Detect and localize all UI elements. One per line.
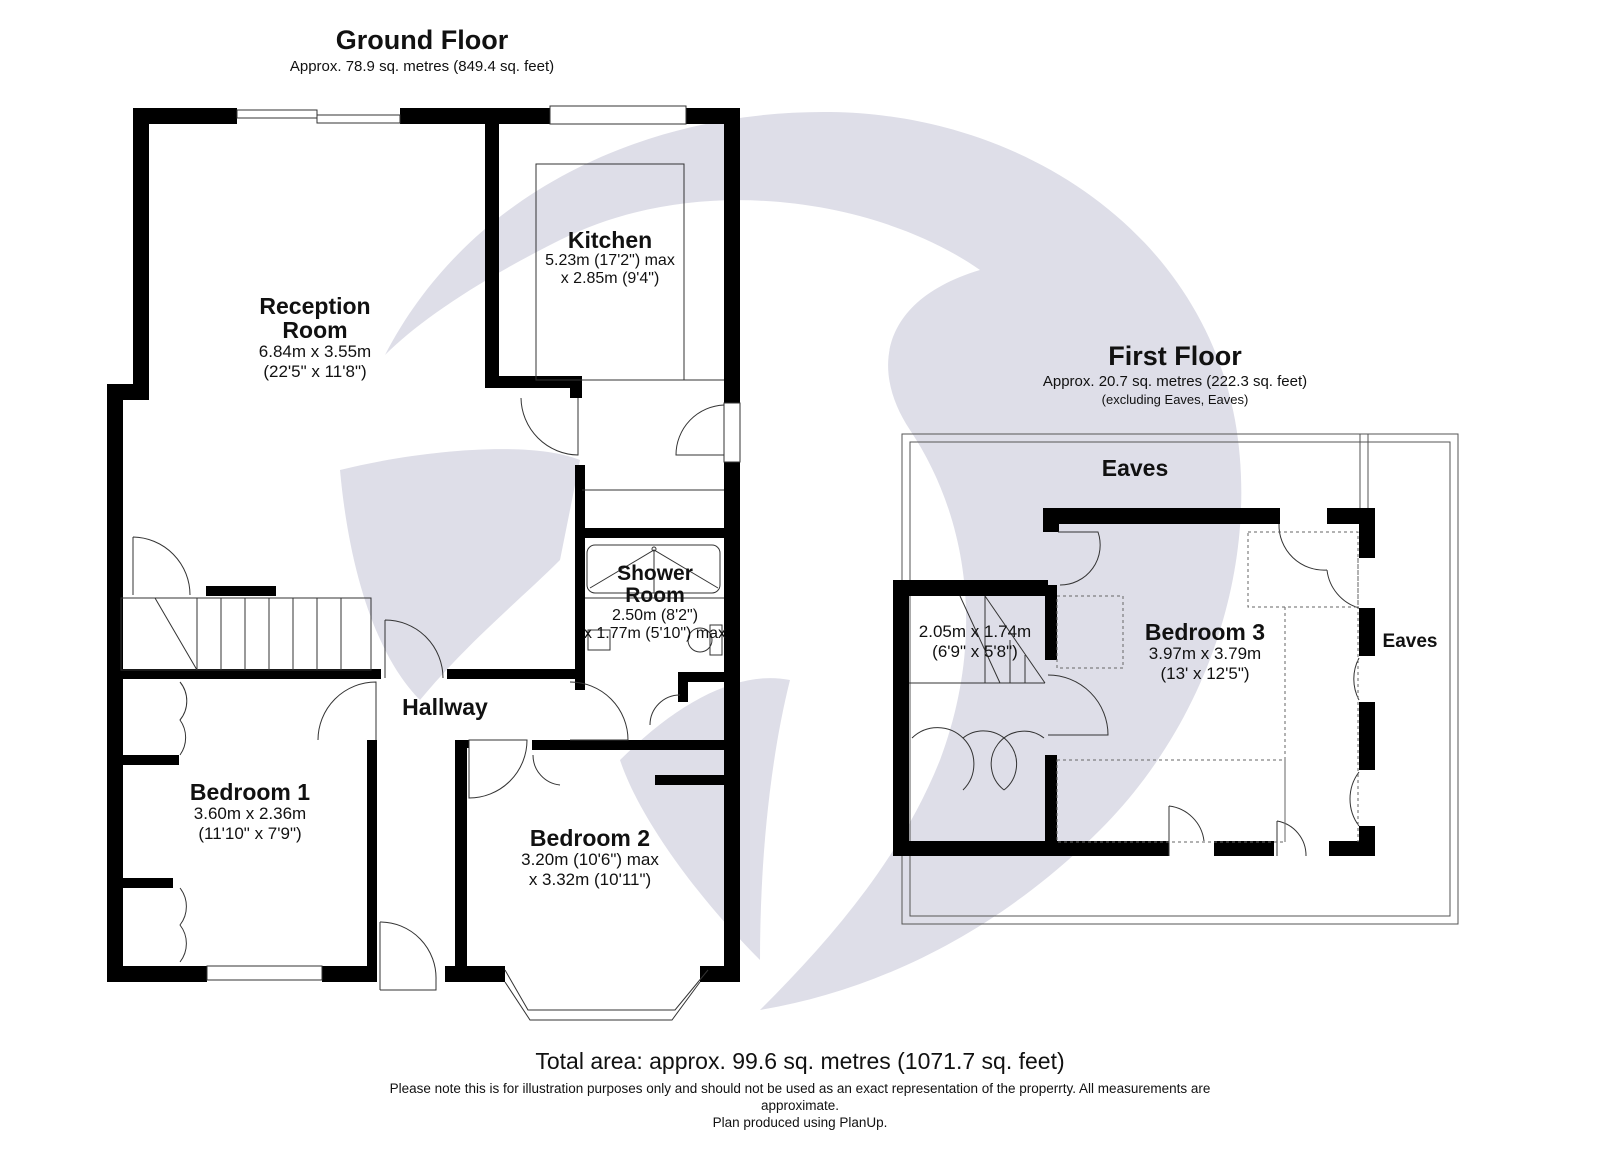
room-name: Eaves	[1101, 455, 1169, 481]
room-name: Eaves	[1382, 631, 1438, 652]
first-floor-walls	[893, 508, 1375, 856]
first-floor-excluding-note: (excluding Eaves, Eaves)	[1101, 392, 1249, 407]
first-floor-area: Approx. 20.7 sq. metres (222.3 sq. feet)	[1042, 373, 1308, 390]
room-dimensions: 2.05m x 1.74m	[918, 622, 1032, 641]
total-area: Total area: approx. 99.6 sq. metres (107…	[535, 1048, 1065, 1074]
plan-credit: Plan produced using PlanUp.	[712, 1115, 888, 1130]
first-floor-fixtures	[909, 523, 1360, 857]
room-dimensions-imperial: (13' x 12'5")	[1160, 664, 1250, 684]
room-name: Reception	[259, 293, 371, 319]
ground-floor-title: Ground Floor	[335, 25, 509, 55]
room-kitchen: Kitchen 5.23m (17'2") max x 2.85m (9'4")	[515, 228, 705, 288]
room-dimensions-imperial: (22'5" x 11'8")	[263, 362, 367, 382]
room-dimensions: 3.60m x 2.36m	[193, 804, 307, 824]
room-name: Bedroom 1	[189, 779, 311, 805]
room-name: Shower	[617, 563, 693, 585]
disclaimer-line-2: approximate.	[760, 1098, 840, 1113]
room-dimensions: 2.50m (8'2")	[611, 607, 699, 625]
room-reception: Reception Room 6.84m x 3.55m (22'5" x 11…	[200, 294, 430, 382]
room-hallway: Hallway	[380, 695, 510, 719]
room-dimensions: 3.97m x 3.79m	[1148, 644, 1262, 664]
room-eaves-right: Eaves	[1375, 632, 1445, 652]
room-dimensions: 6.84m x 3.55m	[258, 342, 372, 362]
room-dimensions-2: x 2.85m (9'4")	[560, 270, 660, 288]
room-bedroom-3: Bedroom 3 3.97m x 3.79m (13' x 12'5")	[1095, 620, 1315, 684]
room-name: Kitchen	[567, 227, 653, 253]
room-name: Hallway	[402, 694, 488, 720]
room-dimensions: 3.20m (10'6") max	[521, 850, 659, 870]
room-dimensions-2: x 1.77m (5'10") max	[583, 625, 727, 643]
room-dimensions-imperial: (6'9" x 5'8")	[932, 642, 1018, 661]
watermark-logo	[340, 111, 1242, 1010]
room-bedroom-1: Bedroom 1 3.60m x 2.36m (11'10" x 7'9")	[140, 780, 360, 844]
ground-floor-walls	[107, 108, 740, 982]
ground-floor-area: Approx. 78.9 sq. metres (849.4 sq. feet)	[289, 58, 555, 75]
room-name: Bedroom 2	[529, 825, 651, 851]
room-bedroom-2: Bedroom 2 3.20m (10'6") max x 3.32m (10'…	[480, 826, 700, 890]
room-name: Room	[625, 584, 685, 608]
room-dimensions: 5.23m (17'2") max	[545, 252, 675, 270]
room-dimensions-imperial: (11'10" x 7'9")	[198, 824, 302, 844]
room-name: Bedroom 3	[1144, 619, 1266, 645]
first-floor-title: First Floor	[1108, 341, 1242, 371]
ground-floor-fixtures	[120, 105, 741, 1021]
room-eaves-top: Eaves	[1060, 456, 1210, 480]
disclaimer-line-1: Please note this is for illustration pur…	[389, 1081, 1211, 1096]
room-landing: 2.05m x 1.74m (6'9" x 5'8")	[900, 622, 1050, 662]
room-name: Room	[282, 317, 348, 344]
room-dimensions-2: x 3.32m (10'11")	[528, 870, 652, 890]
room-shower: Shower Room 2.50m (8'2") x 1.77m (5'10")…	[570, 563, 740, 643]
first-floor-dashed	[1056, 531, 1359, 843]
